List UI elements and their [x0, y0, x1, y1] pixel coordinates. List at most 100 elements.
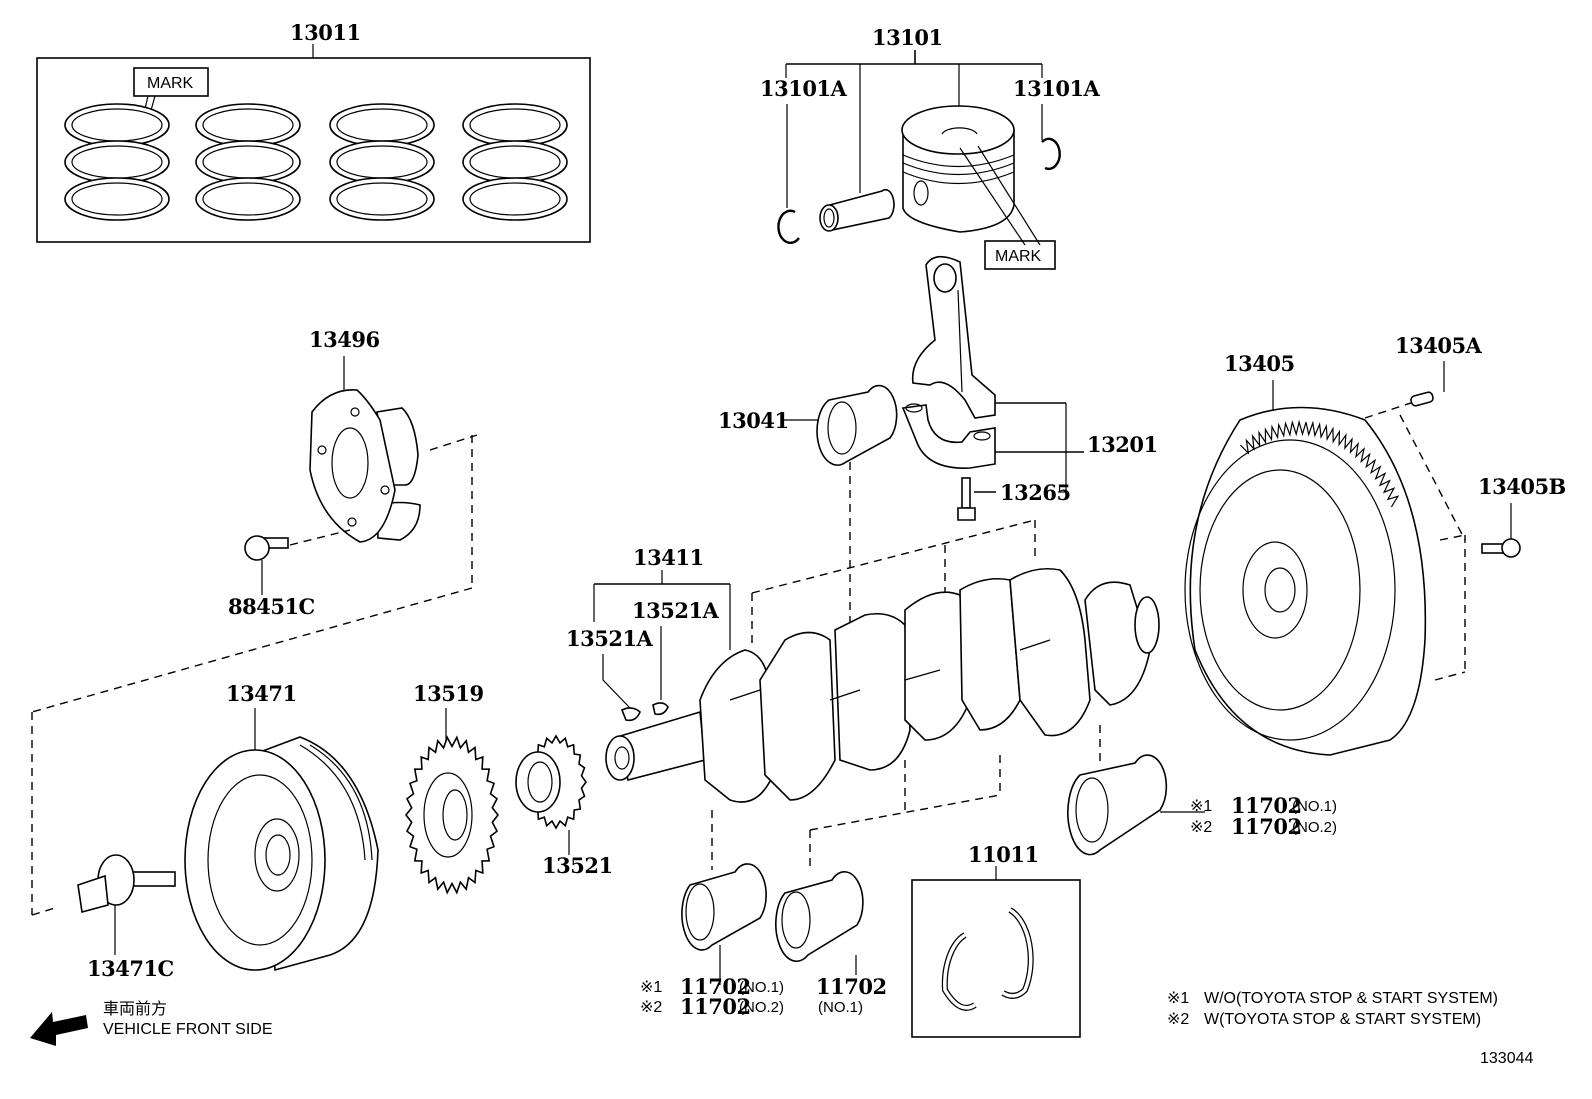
snap-ring-left: [777, 209, 800, 244]
assembly-line: [31, 587, 473, 713]
part-number-88451C[interactable]: 88451C: [228, 594, 315, 619]
mark-label-box: [133, 67, 209, 97]
mark-label-box: [984, 240, 1056, 270]
piston-ring-stack: [462, 103, 568, 221]
assembly-line: [1439, 534, 1466, 541]
crank-plate: [309, 389, 421, 543]
part-number-13405A[interactable]: 13405A: [1395, 333, 1483, 358]
pulley-group: 13471 13519 13521: [77, 681, 613, 981]
note-symbol: ※2: [1190, 819, 1212, 836]
note-symbol: ※1: [640, 979, 662, 996]
piston-ring-stack: [195, 103, 301, 221]
bolt-88451C: [244, 535, 289, 561]
piston-ring: [195, 140, 301, 184]
connecting-rod-bolt: [957, 477, 976, 521]
main-bearing-bottom-left: ※1 11702 (NO.1) ※2 11702 (NO.2): [640, 863, 784, 1019]
note-1-symbol: ※1: [1167, 990, 1189, 1007]
piston-ring-set-group: 13011 MARK: [36, 20, 591, 243]
part-number-11702[interactable]: 11702: [1231, 814, 1302, 839]
part-number-11702[interactable]: 11702: [816, 974, 887, 999]
ring-gear-teeth: [1239, 419, 1400, 508]
part-number-13521[interactable]: 13521: [542, 853, 613, 878]
note-2-symbol: ※2: [1167, 1011, 1189, 1028]
crank-pulley: [184, 736, 379, 972]
part-number-13519[interactable]: 13519: [413, 681, 484, 706]
piston-ring: [462, 103, 568, 147]
part-number-13411[interactable]: 13411: [633, 545, 704, 570]
part-number-13265[interactable]: 13265: [1000, 480, 1071, 505]
thrust-washer-box: [911, 879, 1081, 1038]
piston-ring: [329, 103, 435, 147]
piston-mark-label: MARK: [995, 248, 1042, 265]
part-number-13471C[interactable]: 13471C: [87, 956, 174, 981]
piston-ring: [71, 182, 163, 216]
connecting-rod-cap: [901, 403, 996, 469]
part-number-13405B[interactable]: 13405B: [1478, 474, 1566, 499]
part-number-13011[interactable]: 13011: [290, 20, 361, 45]
part-number-13101A-left[interactable]: 13101A: [760, 76, 848, 101]
part-number-13201[interactable]: 13201: [1087, 432, 1158, 457]
piston-ring: [64, 103, 170, 147]
part-number-13041[interactable]: 13041: [718, 408, 789, 433]
piston-ring-set-box: [36, 57, 591, 243]
piston-ring-stack: [64, 103, 170, 221]
piston-mark-callout: MARK: [984, 240, 1056, 270]
note-symbol: ※1: [1190, 798, 1212, 815]
piston-rings: [64, 103, 568, 221]
assembly-line: [429, 434, 478, 451]
note-2-text: W(TOYOTA STOP & START SYSTEM): [1204, 1011, 1481, 1028]
crankshaft-group: 13411 13521A 13521A: [566, 545, 1160, 803]
assembly-line: [1434, 671, 1466, 681]
piston-ring: [64, 177, 170, 221]
connecting-rod-bearing: [816, 384, 898, 466]
flywheel: [1184, 406, 1427, 756]
part-number-13405[interactable]: 13405: [1224, 351, 1295, 376]
bearing-suffix: (NO.1): [1292, 798, 1337, 815]
notes-legend: ※1 W/O(TOYOTA STOP & START SYSTEM) ※2 W(…: [1167, 990, 1498, 1028]
part-number-13101A-right[interactable]: 13101A: [1013, 76, 1101, 101]
front-arrow-icon: [30, 1012, 88, 1046]
part-number-13521A-left[interactable]: 13521A: [566, 626, 654, 651]
piston-ring: [462, 177, 568, 221]
piston-ring-stack: [329, 103, 435, 221]
thrust-washer-set-group: 11011: [911, 842, 1081, 1038]
piston: [901, 105, 1041, 246]
assembly-lines: [31, 399, 1466, 916]
part-number-13496[interactable]: 13496: [309, 327, 380, 352]
diagram-id: 133044: [1480, 1050, 1533, 1067]
assembly-line: [1364, 399, 1421, 419]
bearing-suffix: (NO.1): [818, 999, 863, 1016]
part-number-11702[interactable]: 11702: [680, 974, 751, 999]
bearing-suffix: (NO.2): [739, 999, 784, 1016]
assembly-line: [31, 907, 56, 916]
snap-ring-right: [1041, 137, 1061, 171]
piston-ring: [462, 140, 568, 184]
piston-ring: [469, 182, 561, 216]
assembly-line: [289, 529, 351, 546]
part-number-13521A-right[interactable]: 13521A: [632, 598, 720, 623]
crank-plate-group: 13496 88451C: [228, 327, 478, 619]
piston-group: 13101 13101A 13101A: [760, 25, 1101, 270]
piston-ring: [329, 140, 435, 184]
piston-ring: [329, 177, 435, 221]
assembly-line: [1399, 414, 1466, 541]
flywheel-bolt-13405B: [1481, 538, 1521, 558]
crank-sprocket-13521: [515, 734, 587, 830]
mark-label: MARK: [147, 75, 194, 92]
vehicle-front-label-jp: 車両前方: [103, 1000, 167, 1018]
part-number-11702[interactable]: 11702: [680, 994, 751, 1019]
part-number-11011[interactable]: 11011: [968, 842, 1039, 867]
part-number-13101[interactable]: 13101: [872, 25, 943, 50]
part-number-11702[interactable]: 11702: [1231, 793, 1302, 818]
piston-ring: [195, 177, 301, 221]
leader-line: [602, 654, 631, 709]
assembly-line: [751, 519, 1036, 594]
timing-gear-13519: [404, 735, 500, 895]
part-number-13471[interactable]: 13471: [226, 681, 297, 706]
piston-ring: [336, 182, 428, 216]
note-symbol: ※2: [640, 999, 662, 1016]
main-bearing-bottom-mid: 11702 (NO.1): [775, 871, 887, 1016]
flywheel-group: 13405 13405A 13405B: [1184, 333, 1566, 756]
piston-pin: [819, 188, 895, 232]
